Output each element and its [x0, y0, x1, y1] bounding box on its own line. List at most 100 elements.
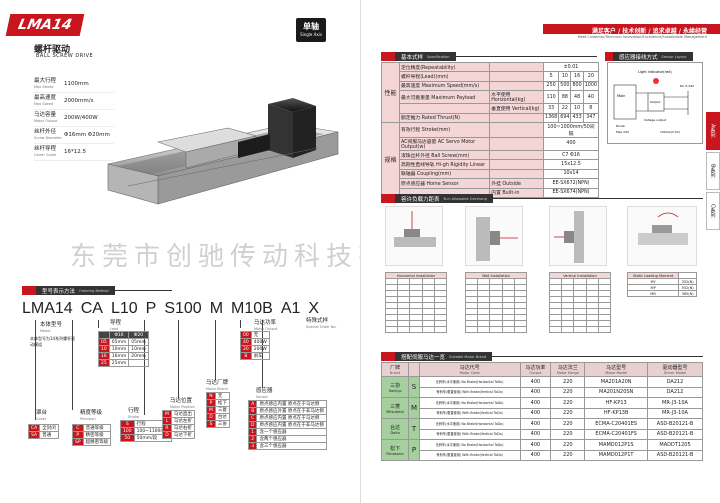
code-key: B	[240, 352, 252, 360]
motor-brand-en: Panasonic	[386, 451, 404, 456]
code-key: 00	[240, 331, 252, 339]
spec-cell: 110	[542, 90, 560, 105]
code-key: P	[72, 431, 84, 439]
moment-diagram	[627, 206, 697, 266]
single-axis-badge: 单轴 Single Axis	[296, 18, 326, 42]
slogan-en: Meet Customer/Technical Innovation/Excel…	[577, 35, 707, 39]
code-value: 松下	[214, 399, 230, 407]
load-cell	[397, 326, 411, 333]
motor-cell: MA201N20SN	[584, 386, 649, 398]
code-value: 05mm	[108, 338, 130, 346]
load-row	[548, 326, 612, 333]
motor-cell: 220	[550, 439, 586, 451]
brake-type: 无刹车(水平使用) No Brake(Horizontal ToDo)	[418, 418, 521, 430]
sensor-label-dc: DC 5-24V	[680, 84, 695, 88]
vertical-load-table: Vertical Installation	[548, 272, 612, 333]
body-model-desc: 本体型号为14系列螺杆驱动模组	[30, 336, 76, 347]
code-value: 25mm	[108, 359, 130, 367]
spec-value: 2000mm/s	[64, 98, 94, 104]
product-image	[107, 98, 339, 205]
spec-sub	[489, 149, 544, 161]
code-value: 10mm	[128, 345, 149, 353]
motor-header-en: Driver Model	[663, 371, 687, 375]
motor-cell: 400	[519, 376, 552, 388]
motor-cell: 400	[519, 397, 552, 409]
motor-cell: 400	[519, 428, 552, 440]
spec-item: 最大可搬重量 Maximum Payload	[398, 90, 491, 105]
series-tab[interactable]: B系列	[706, 152, 720, 190]
order-code-part: X	[308, 300, 320, 317]
load-cell	[477, 326, 491, 333]
motor-brand-en: Sankyo	[388, 388, 402, 393]
series-tab[interactable]: A系列	[706, 112, 720, 150]
motor-header-cell	[408, 362, 420, 377]
series-tab[interactable]: C系列	[706, 192, 720, 230]
code-key: 1	[247, 428, 258, 436]
load-cell	[489, 326, 503, 333]
motor-cell: MAMD012P1S	[584, 439, 649, 451]
motor-cell: HF-KP13B	[584, 407, 649, 419]
code-value: 马达右折	[170, 424, 195, 432]
spec-cell: EE-SX672(NPN)	[542, 178, 600, 189]
sensor-label-diode: Diode	[616, 124, 625, 128]
motor-header-en: Brand	[389, 371, 401, 375]
spec-sub	[489, 136, 544, 151]
sensor-label-output: Output	[650, 100, 661, 104]
code-value: 10mm	[108, 345, 130, 353]
special-order-label: 特殊式样 Special Order No.	[306, 318, 337, 329]
code-key: C	[72, 424, 84, 432]
order-code-part: A1	[280, 300, 301, 317]
motor-cell: ASD-B20121-B	[647, 418, 703, 430]
code-value: 全封闭	[39, 424, 59, 432]
code-key: D	[206, 413, 216, 421]
motor-cell: DA212	[647, 376, 703, 388]
motor-cell: 400	[519, 439, 552, 451]
code-value: 200W	[250, 345, 270, 353]
spec-cell: C7 Φ16	[542, 149, 600, 161]
spec-key-en: Max Speed	[34, 102, 54, 106]
spec-cell: 5	[542, 71, 560, 82]
order-code-part: M	[209, 300, 224, 317]
spec-item	[398, 103, 491, 114]
spec-item: 最高速度 Maximum Speed(mm/s)	[398, 80, 491, 92]
spec-item: 高刚性直线导轨 Hi-gh Rigidity Linear	[398, 159, 491, 170]
spec-cell: 800	[570, 80, 584, 92]
code-value: 马达下折	[170, 431, 195, 439]
code-key: A	[247, 400, 258, 408]
series-tabs: A系列 B系列 C系列	[706, 112, 720, 232]
spec-cell: ±0.01	[542, 61, 600, 73]
sensor-wiring-svg: Light indicator(red) Main Output Voltage…	[613, 70, 695, 134]
spec-value: 16*12.5	[64, 149, 86, 155]
spec-group-specification: 规格	[381, 121, 400, 198]
motor-cell: ECMA-C20401ES	[584, 418, 649, 430]
